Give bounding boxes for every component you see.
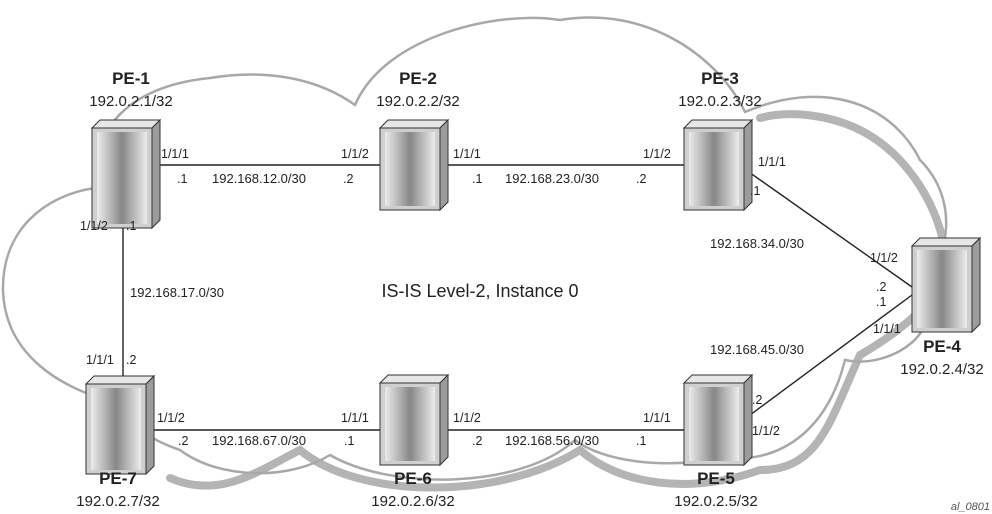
host-label: .1 — [126, 219, 136, 233]
cloud-shadow — [166, 110, 950, 492]
port-label: 1/1/1 — [453, 147, 481, 161]
router-name-pe-4: PE-4 — [923, 337, 961, 356]
router-address-pe-5: 192.0.2.5/32 — [674, 493, 757, 510]
isis-domain-label: IS-IS Level-2, Instance 0 — [381, 281, 578, 301]
router-top — [378, 374, 450, 384]
subnet-label: 192.168.12.0/30 — [212, 171, 306, 186]
port-label: 1/1/1 — [86, 353, 114, 367]
port-label: 1/1/2 — [752, 424, 780, 438]
router-side — [971, 236, 981, 334]
port-label: 1/1/2 — [643, 147, 671, 161]
subnet-label: 192.168.56.0/30 — [505, 433, 599, 448]
router-slots — [385, 132, 435, 206]
router-pe-2 — [378, 118, 450, 212]
router-top — [682, 119, 754, 129]
router-side — [439, 373, 449, 467]
host-label: .2 — [472, 434, 482, 448]
host-label: .1 — [636, 434, 646, 448]
router-pe-5 — [682, 373, 754, 467]
host-label: .2 — [126, 353, 136, 367]
router-side — [145, 374, 155, 476]
links — [122, 164, 913, 431]
router-top — [378, 119, 450, 129]
router-top — [90, 119, 162, 129]
figure-id: al_0801 — [951, 501, 990, 513]
port-label: 1/1/2 — [341, 147, 369, 161]
router-pe-4 — [910, 236, 982, 334]
router-slots — [689, 132, 739, 206]
router-slots — [917, 250, 967, 328]
subnet-label: 192.168.45.0/30 — [710, 342, 804, 357]
host-label: .2 — [343, 172, 353, 186]
port-label: 1/1/1 — [758, 155, 786, 169]
port-label: 1/1/2 — [870, 251, 898, 265]
router-pe-3 — [682, 118, 754, 212]
router-name-pe-1: PE-1 — [112, 69, 150, 88]
subnet-label: 192.168.23.0/30 — [505, 171, 599, 186]
host-label: .2 — [876, 280, 886, 294]
router-address-pe-3: 192.0.2.3/32 — [678, 93, 761, 110]
port-label: 1/1/1 — [161, 147, 189, 161]
router-name-pe-5: PE-5 — [697, 469, 735, 488]
router-pe-1 — [90, 118, 162, 230]
host-label: .1 — [472, 172, 482, 186]
router-name-pe-7: PE-7 — [99, 469, 137, 488]
router-slots — [385, 387, 435, 461]
link-pe4-pe5 — [745, 294, 913, 419]
router-address-pe-1: 192.0.2.1/32 — [89, 93, 172, 110]
router-address-pe-4: 192.0.2.4/32 — [900, 361, 983, 378]
router-slots — [91, 388, 141, 470]
router-slots — [97, 132, 147, 224]
host-label: .2 — [636, 172, 646, 186]
subnet-label: 192.168.67.0/30 — [212, 433, 306, 448]
port-label: 1/1/1 — [643, 411, 671, 425]
subnet-label: 192.168.34.0/30 — [710, 236, 804, 251]
port-label: 1/1/2 — [453, 411, 481, 425]
router-address-pe-6: 192.0.2.6/32 — [371, 493, 454, 510]
router-side — [151, 118, 161, 230]
port-label: 1/1/1 — [873, 322, 901, 336]
router-top — [910, 237, 982, 247]
router-top — [682, 374, 754, 384]
router-pe-6 — [378, 373, 450, 467]
link-pe3-pe4 — [745, 169, 913, 288]
host-label: .1 — [750, 184, 760, 198]
port-label: 1/1/1 — [341, 411, 369, 425]
subnet-label: 192.168.17.0/30 — [130, 285, 224, 300]
router-side — [439, 118, 449, 212]
port-label: 1/1/2 — [80, 219, 108, 233]
router-address-pe-2: 192.0.2.2/32 — [376, 93, 459, 110]
router-address-pe-7: 192.0.2.7/32 — [76, 493, 159, 510]
host-label: .1 — [876, 295, 886, 309]
port-label: 1/1/2 — [157, 411, 185, 425]
router-side — [743, 373, 753, 467]
host-label: .2 — [752, 393, 762, 407]
router-pe-7 — [84, 374, 156, 476]
router-name-pe-3: PE-3 — [701, 69, 739, 88]
router-slots — [689, 387, 739, 461]
host-label: .2 — [178, 434, 188, 448]
router-top — [84, 375, 156, 385]
host-label: .1 — [177, 172, 187, 186]
host-label: .1 — [344, 434, 354, 448]
router-name-pe-2: PE-2 — [399, 69, 437, 88]
router-name-pe-6: PE-6 — [394, 469, 432, 488]
